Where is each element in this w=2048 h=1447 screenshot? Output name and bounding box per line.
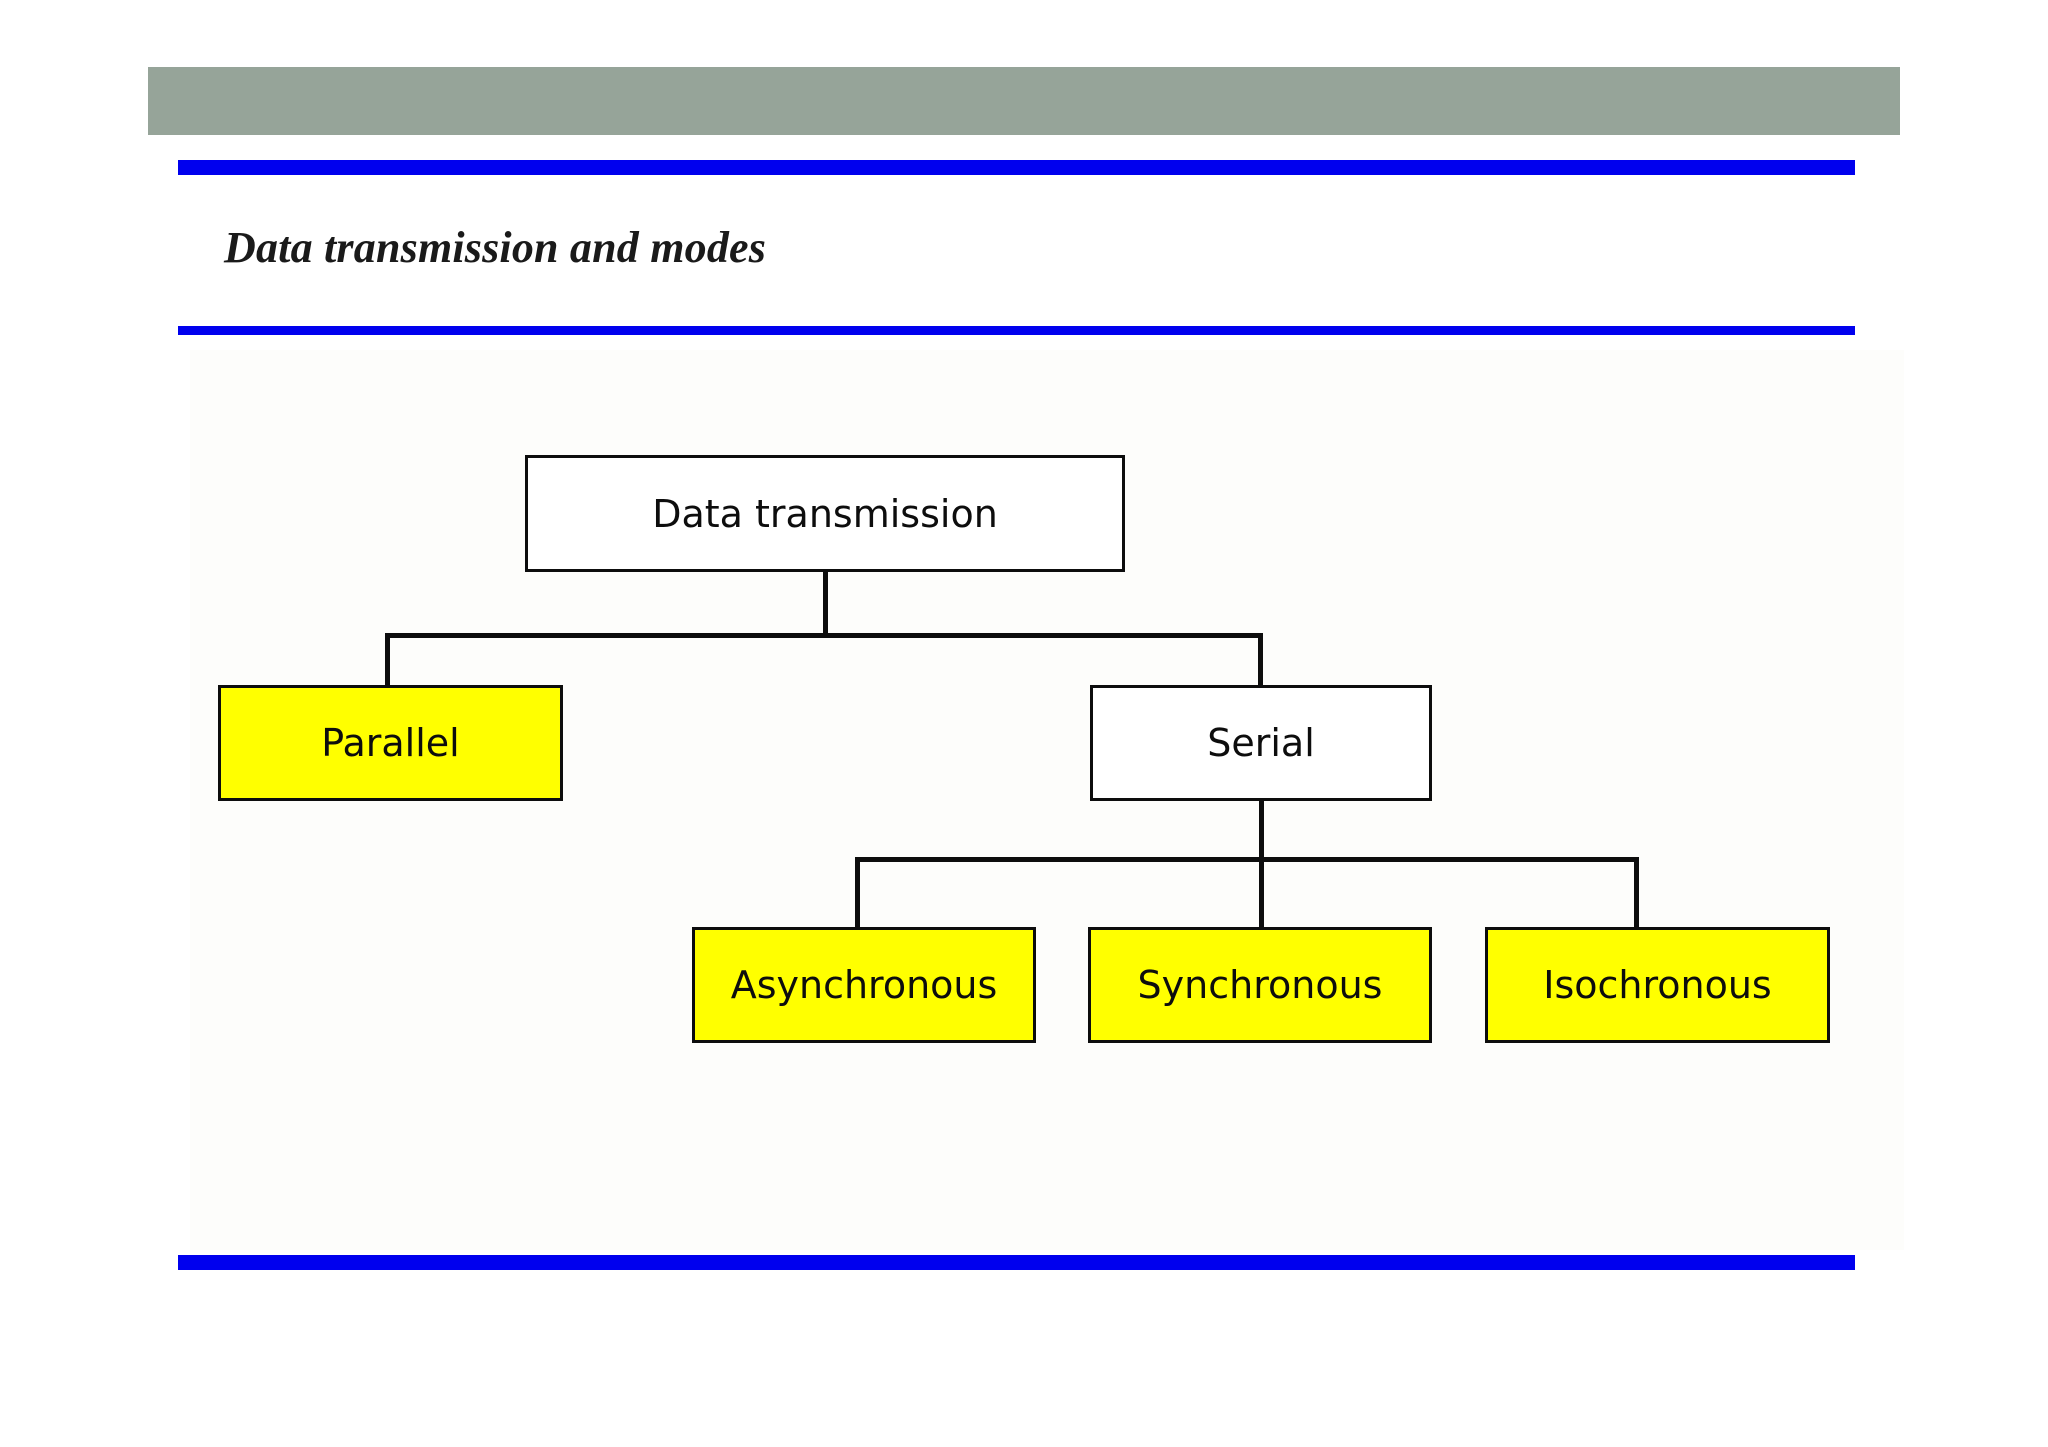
- page-title: Data transmission and modes: [224, 223, 767, 272]
- divider-rule-bottom: [178, 1255, 1855, 1270]
- header-banner-bar: [148, 67, 1900, 135]
- content-area: [190, 350, 1904, 1250]
- divider-rule-middle: [178, 326, 1855, 335]
- divider-rule-top: [178, 160, 1855, 175]
